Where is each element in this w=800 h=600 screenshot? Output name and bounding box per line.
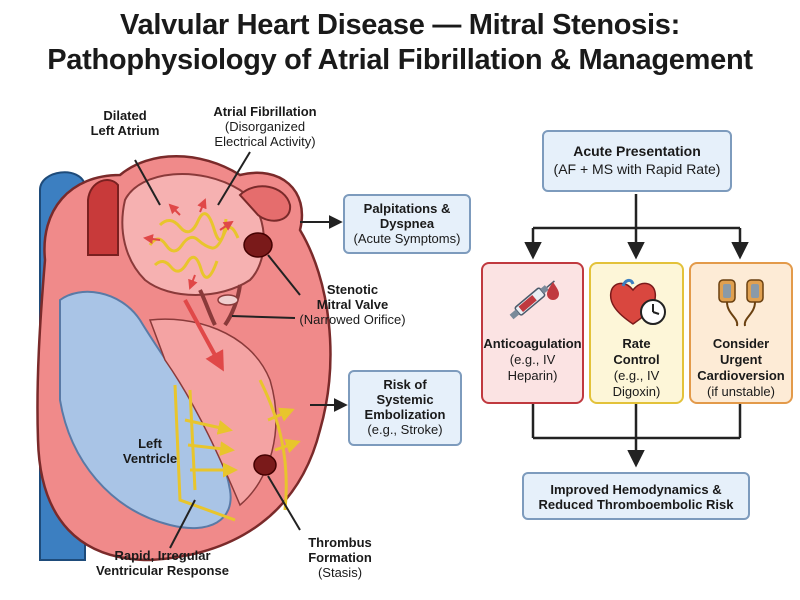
atrial-fibrillation-wave	[148, 212, 240, 279]
pointer-lines	[134, 151, 301, 549]
label-atrial-fibrillation: Atrial Fibrillation (Disorganized Electr…	[213, 104, 317, 149]
atrial-appendage	[238, 185, 292, 222]
palpitations-box: Palpitations & Dyspnea (Acute Symptoms)	[343, 194, 471, 254]
defibrillator-paddles-icon	[718, 279, 764, 327]
mitral-valve	[198, 284, 242, 327]
ventricular-conduction	[173, 379, 301, 522]
title-line-1: Valvular Heart Disease — Mitral Stenosis…	[120, 9, 680, 41]
blood-flow-arrow	[183, 299, 224, 372]
label-stenotic-mitral-valve: Stenotic Mitral Valve (Narrowed Orifice)	[299, 282, 406, 327]
acute-presentation-box: Acute Presentation (AF + MS with Rapid R…	[542, 130, 732, 192]
embolization-box: Risk of Systemic Embolization (e.g., Str…	[348, 370, 462, 446]
flow-connectors	[524, 194, 749, 468]
heart-clock-icon	[609, 278, 666, 325]
atrial-flow-arrows	[143, 198, 234, 290]
syringe-icon	[509, 280, 559, 320]
left-ventricle-cavity	[59, 290, 232, 530]
outcome-box: Improved Hemodynamics & Reduced Thromboe…	[522, 472, 750, 520]
pulmonary-vessel	[87, 179, 119, 256]
left-atrium	[121, 173, 265, 296]
label-left-ventricle: Left Ventricle	[122, 436, 178, 466]
title-line-2: Pathophysiology of Atrial Fibrillation &…	[47, 44, 753, 76]
page-title: Valvular Heart Disease — Mitral Stenosis…	[0, 8, 800, 78]
label-thrombus-formation: Thrombus Formation (Stasis)	[308, 535, 372, 580]
heart-illustration	[36, 155, 332, 562]
label-rapid-irregular-response: Rapid, Irregular Ventricular Response	[96, 548, 229, 578]
cardioversion-box: Consider Urgent Cardioversion (if unstab…	[689, 262, 793, 404]
ventricular-thrombus	[253, 454, 277, 476]
anticoagulation-box: Anticoagulation (e.g., IV Heparin)	[481, 262, 584, 404]
label-dilated-left-atrium: Dilated Left Atrium	[90, 108, 160, 138]
rate-control-box: Rate Control (e.g., IV Digoxin)	[589, 262, 684, 404]
atrial-thrombus	[243, 232, 273, 258]
